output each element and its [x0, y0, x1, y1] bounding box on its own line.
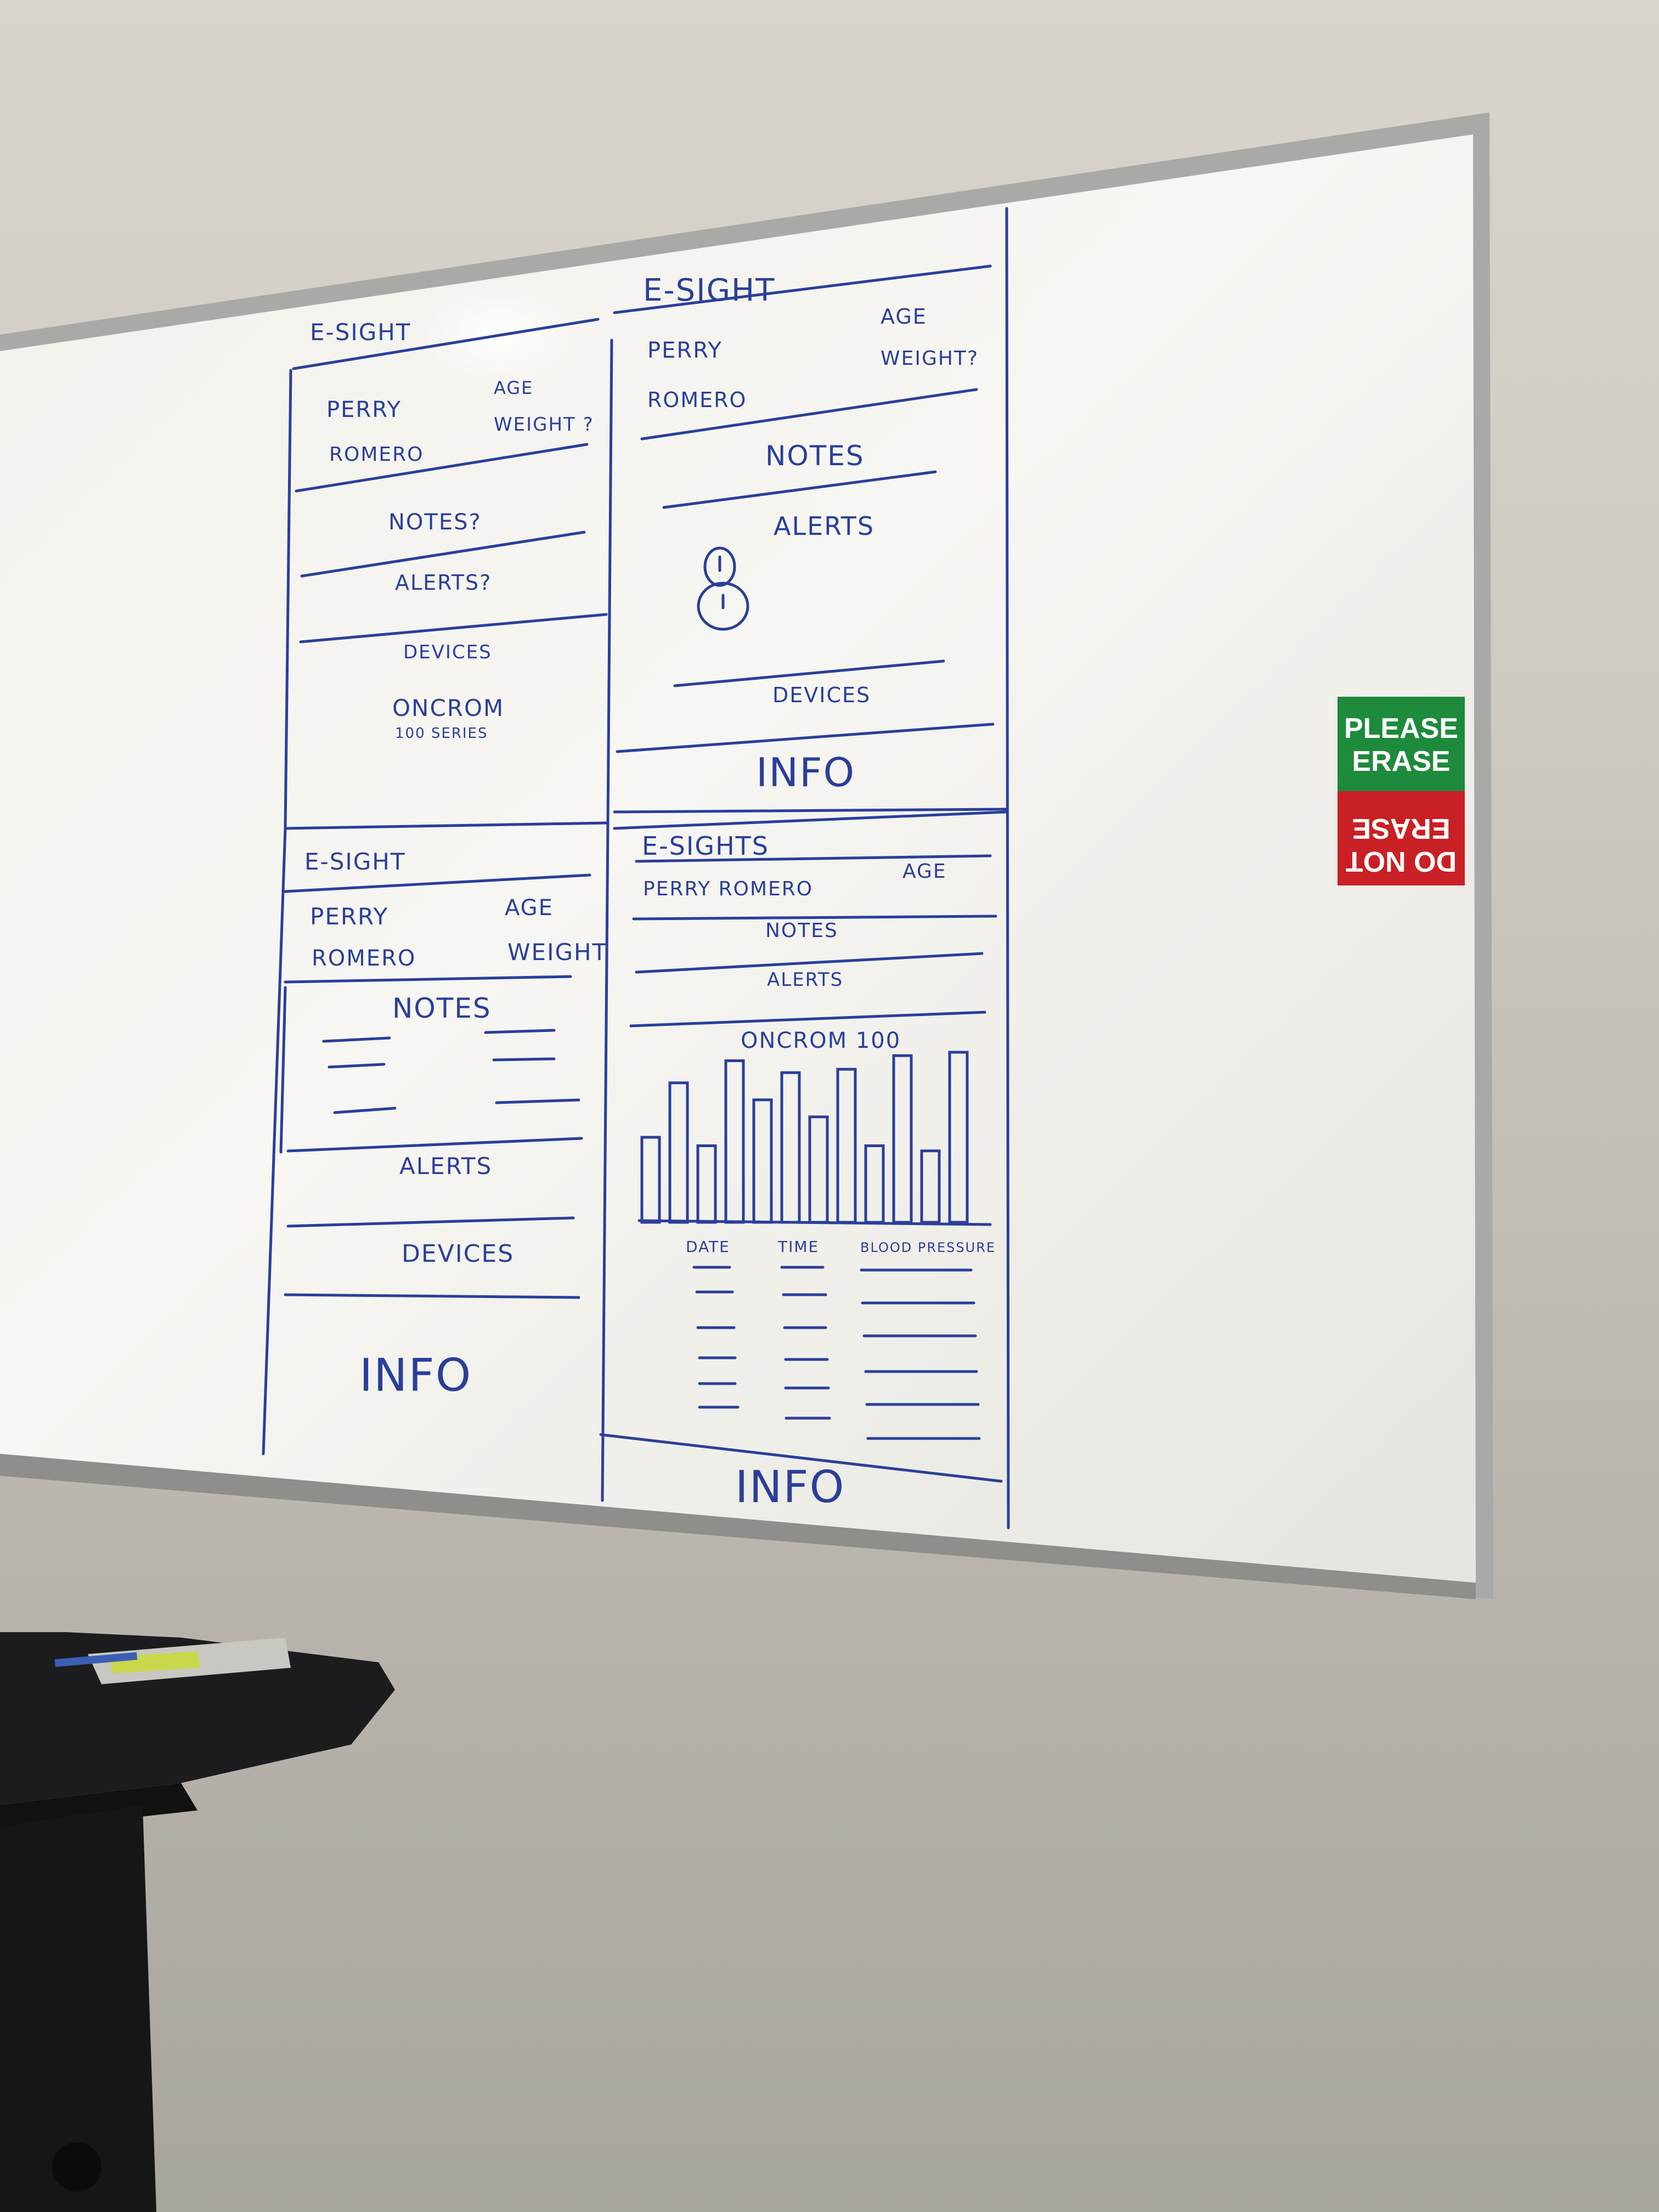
sketch-bar-12 — [948, 1051, 969, 1224]
marker-tray — [0, 1454, 1476, 1599]
sketch-1-devices: DEVICES — [403, 641, 492, 663]
sketch-2-weight: WEIGHT? — [881, 347, 979, 370]
sketch-4-col-time: TIME — [777, 1238, 819, 1256]
sticker-green-half — [1338, 697, 1465, 791]
sketch-1-name-last: ROMERO — [329, 443, 424, 466]
sketch-3-name-first: PERRY — [310, 903, 388, 930]
sketch-2-alerts: ALERTS — [774, 511, 874, 541]
sticker-erase: ERASE — [1352, 746, 1450, 777]
sketch-4-notes: NOTES — [765, 919, 838, 942]
sketch-bar-4 — [724, 1059, 745, 1224]
sketch-bar-10 — [892, 1054, 913, 1224]
sketch-4 — [599, 808, 1008, 1483]
sketch-2-name-last: ROMERO — [647, 388, 747, 412]
sketch-1-device-series: 100 SERIES — [395, 725, 488, 742]
sketch-2-devices: DEVICES — [772, 683, 871, 707]
sticker-do-not: DO NOT — [1346, 845, 1457, 877]
desk — [0, 1632, 395, 2212]
sketch-2-age: AGE — [881, 304, 927, 329]
erase-sticker: PLEASE ERASE DO NOT ERASE — [1338, 697, 1465, 885]
sketch-2 — [613, 207, 1010, 1530]
sketch-bar-2 — [668, 1081, 689, 1224]
sketch-bar-9 — [864, 1144, 885, 1224]
sketch-bar-8 — [836, 1068, 857, 1224]
sketch-4-bar-chart — [640, 1051, 969, 1224]
sketch-3-info: INFO — [359, 1350, 472, 1402]
sketch-3-age: AGE — [505, 895, 554, 921]
sketch-bar-11 — [920, 1149, 941, 1224]
sketch-1-device-name: ONCROM — [392, 695, 504, 721]
sketch-1-notes: NOTES? — [388, 510, 482, 535]
sketch-4-name: PERRY ROMERO — [643, 878, 813, 900]
sketch-4-alerts: ALERTS — [767, 969, 843, 991]
sketch-1-title: E-SIGHT — [310, 319, 411, 346]
sketch-bar-6 — [780, 1071, 801, 1224]
sketch-bar-5 — [752, 1098, 773, 1224]
sticker-red-half — [1338, 791, 1465, 885]
sketch-2-title: E-SIGHT — [643, 273, 775, 308]
sketch-bar-3 — [696, 1144, 717, 1224]
sketch-1-weight: WEIGHT ? — [494, 414, 594, 436]
sketch-bar-7 — [808, 1115, 829, 1224]
sketch-bar-1 — [640, 1136, 661, 1224]
sketch-4-col-bp: BLOOD PRESSURE — [860, 1240, 996, 1255]
desk-wheel — [52, 2142, 101, 2192]
sketch-3 — [262, 821, 610, 1502]
sketch-1-age: AGE — [494, 377, 533, 398]
sticker-erase-2: ERASE — [1352, 812, 1450, 844]
sketch-3-title: E-SIGHT — [304, 848, 406, 875]
sketch-1-alerts: ALERTS? — [395, 571, 492, 595]
sketch-4-device: ONCROM 100 — [741, 1028, 901, 1053]
sketch-3-weight: WEIGHT — [507, 939, 607, 966]
sketch-3-notes: NOTES — [392, 992, 492, 1024]
sketch-3-alerts: ALERTS — [399, 1153, 492, 1180]
sketch-2-name-first: PERRY — [647, 338, 723, 363]
marker-package — [54, 1638, 291, 1684]
sketch-2-notes: NOTES — [765, 440, 865, 472]
sketch-2-info: INFO — [756, 749, 855, 795]
sketch-1-name-first: PERRY — [326, 397, 402, 422]
sketch-3-devices: DEVICES — [402, 1240, 514, 1268]
sticker-please: PLEASE — [1344, 713, 1458, 744]
sketch-4-col-date: DATE — [686, 1238, 730, 1256]
sketch-4-info: INFO — [735, 1462, 845, 1513]
sketch-3-name-last: ROMERO — [312, 946, 416, 971]
sketch-4-title: E-SIGHTS — [642, 831, 769, 861]
sketch-4-age: AGE — [902, 860, 947, 883]
sketch-1 — [284, 318, 613, 830]
